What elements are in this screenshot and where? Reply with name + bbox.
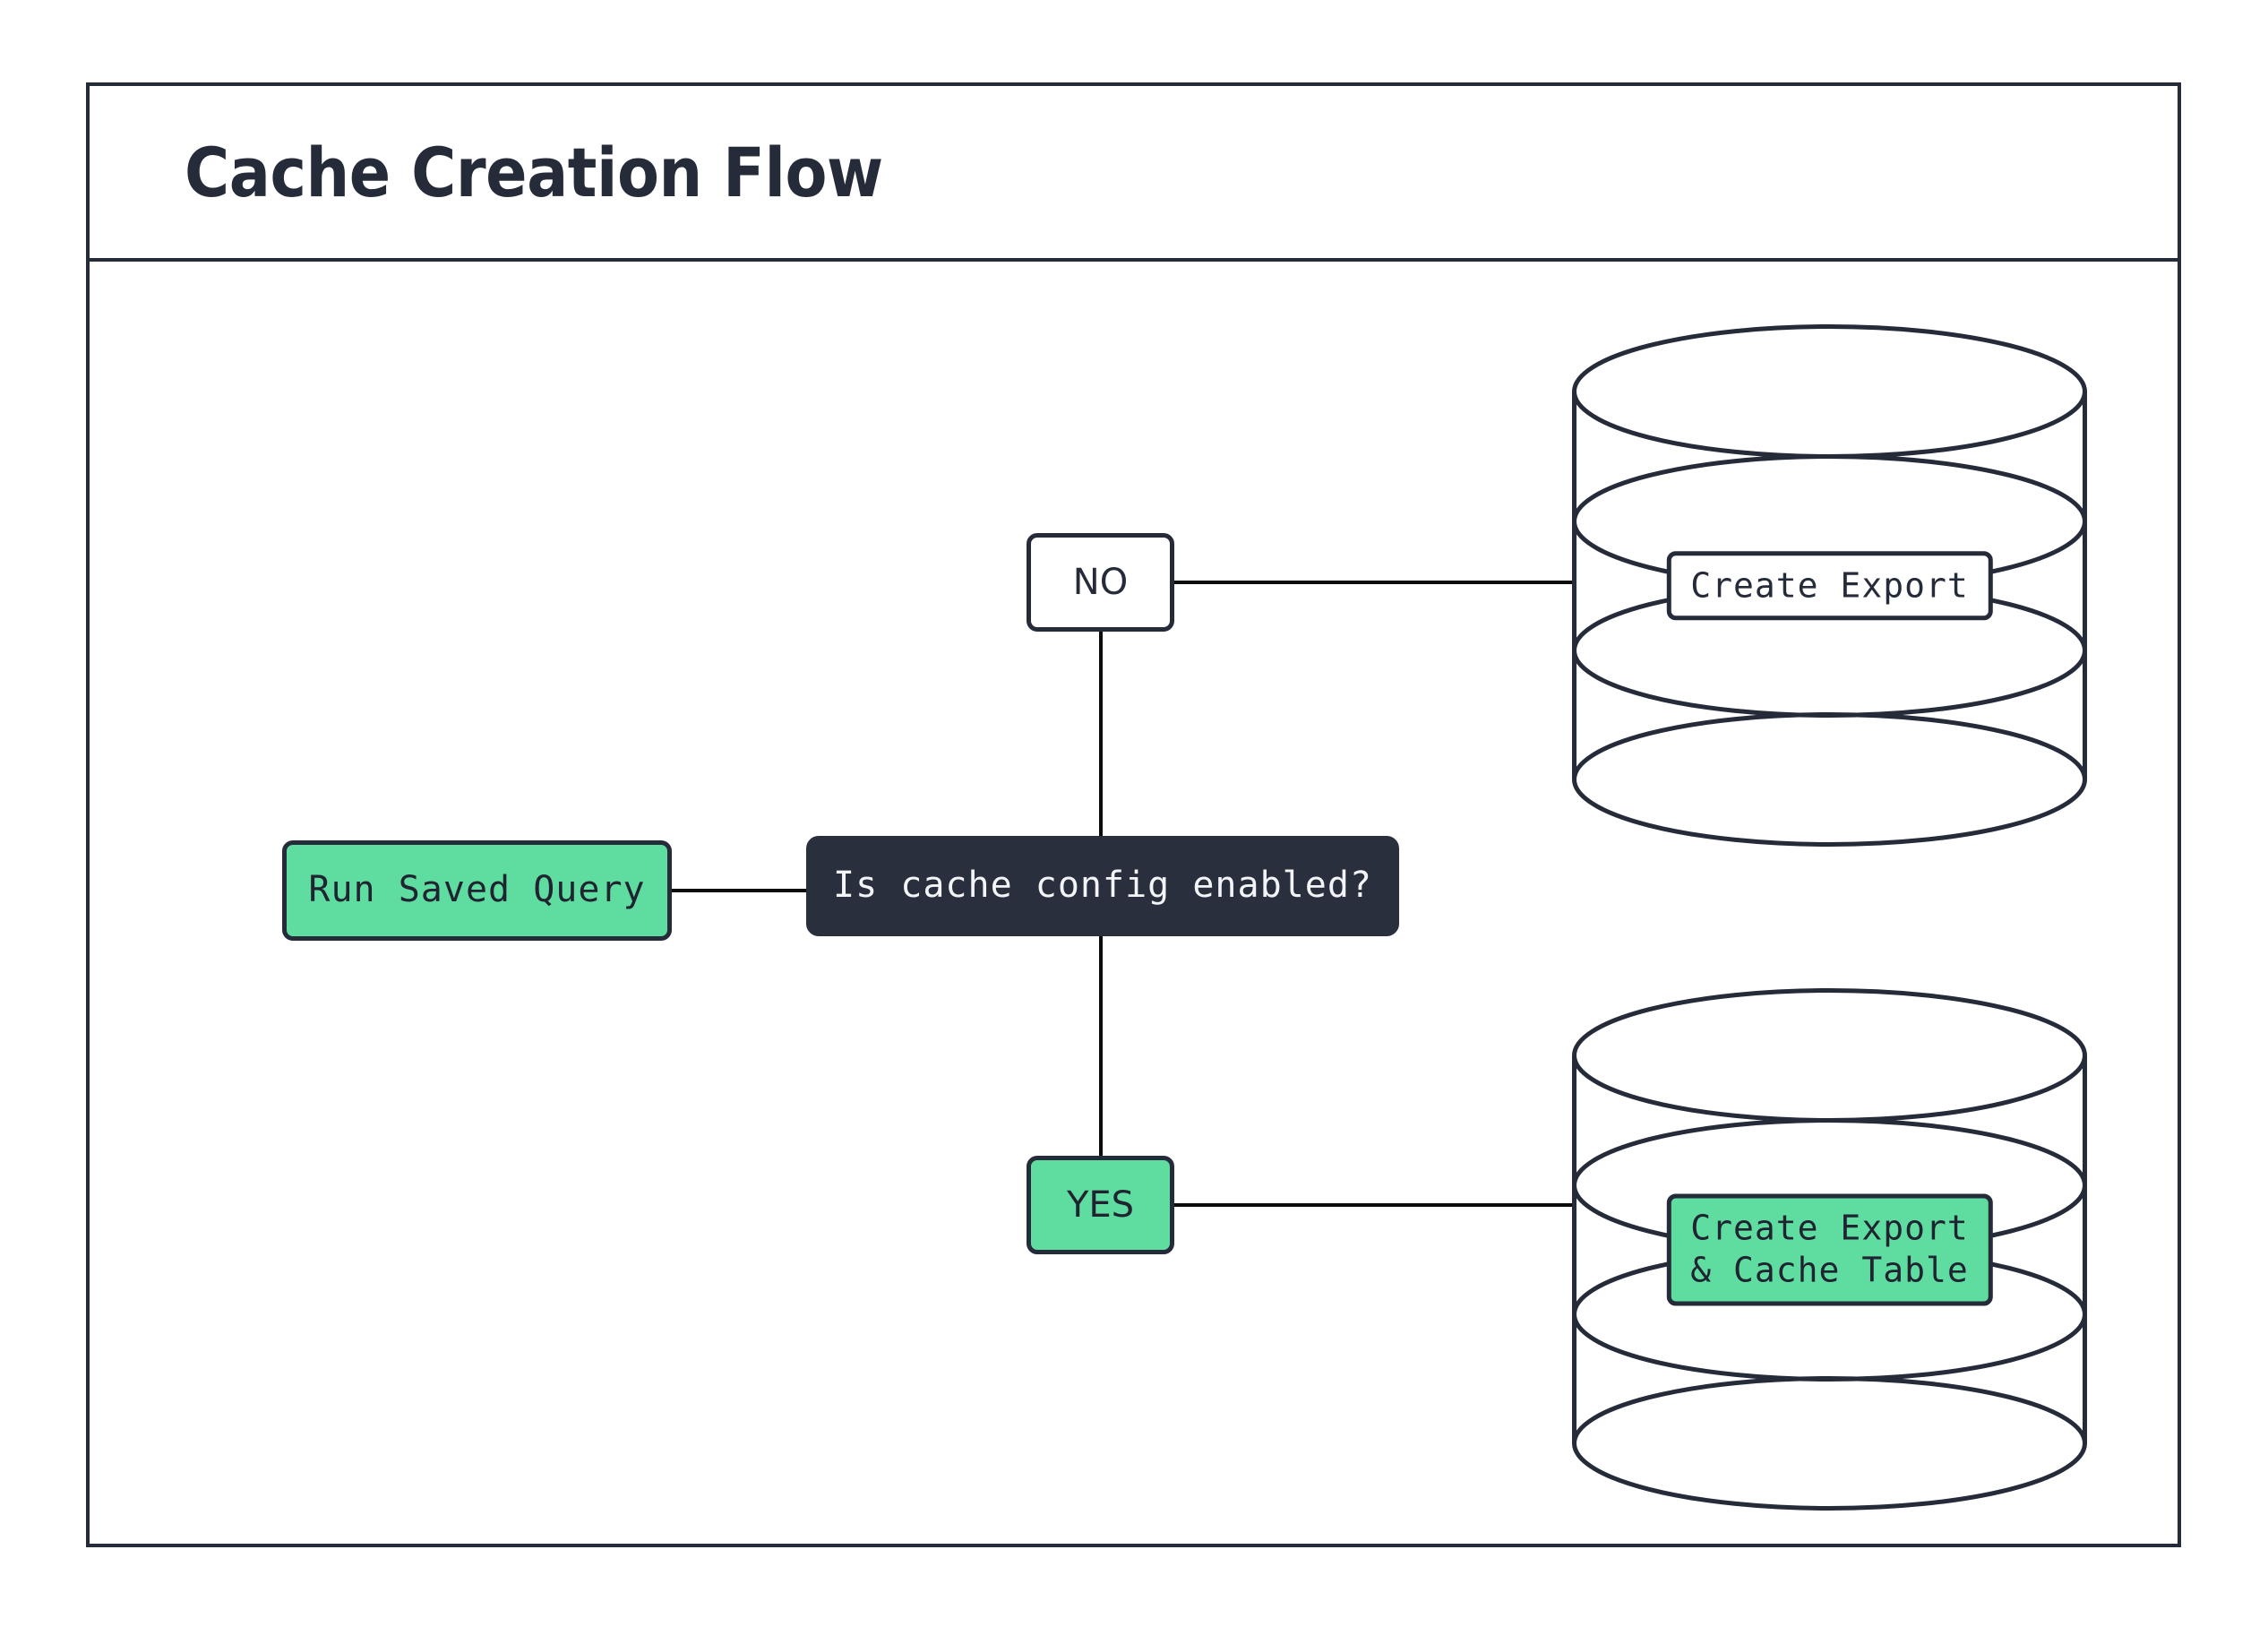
node-database-create-export-cache-table[interactable]: Create Export & Cache Table [1572,988,2087,1511]
edge-decision-to-yes [1099,934,1103,1158]
node-decision-is-cache-config-enabled[interactable]: Is cache config enabled? [806,836,1399,936]
node-decision-label: Is cache config enabled? [833,865,1372,907]
database-cylinder-icon [1572,988,2087,1511]
node-database-create-export[interactable]: Create Export [1572,324,2087,847]
node-branch-no[interactable]: NO [1027,533,1174,632]
diagram-title-bar: Cache Creation Flow [90,86,2178,262]
edge-decision-to-no [1099,630,1103,838]
node-branch-no-label: NO [1072,562,1129,603]
page-title: Cache Creation Flow [185,132,883,212]
node-database-create-export-cache-table-label: Create Export & Cache Table [1666,1193,1993,1305]
node-branch-yes[interactable]: YES [1027,1156,1174,1254]
node-branch-yes-label: YES [1066,1184,1135,1226]
edge-run-saved-query-to-decision [670,889,810,892]
database-cylinder-icon [1572,324,2087,847]
node-database-create-export-label: Create Export [1666,550,1993,621]
edge-yes-to-db-export-cache [1173,1203,1576,1207]
node-run-saved-query-label: Run Saved Query [308,869,646,911]
edge-no-to-db-export [1173,581,1576,584]
node-run-saved-query[interactable]: Run Saved Query [282,840,672,941]
